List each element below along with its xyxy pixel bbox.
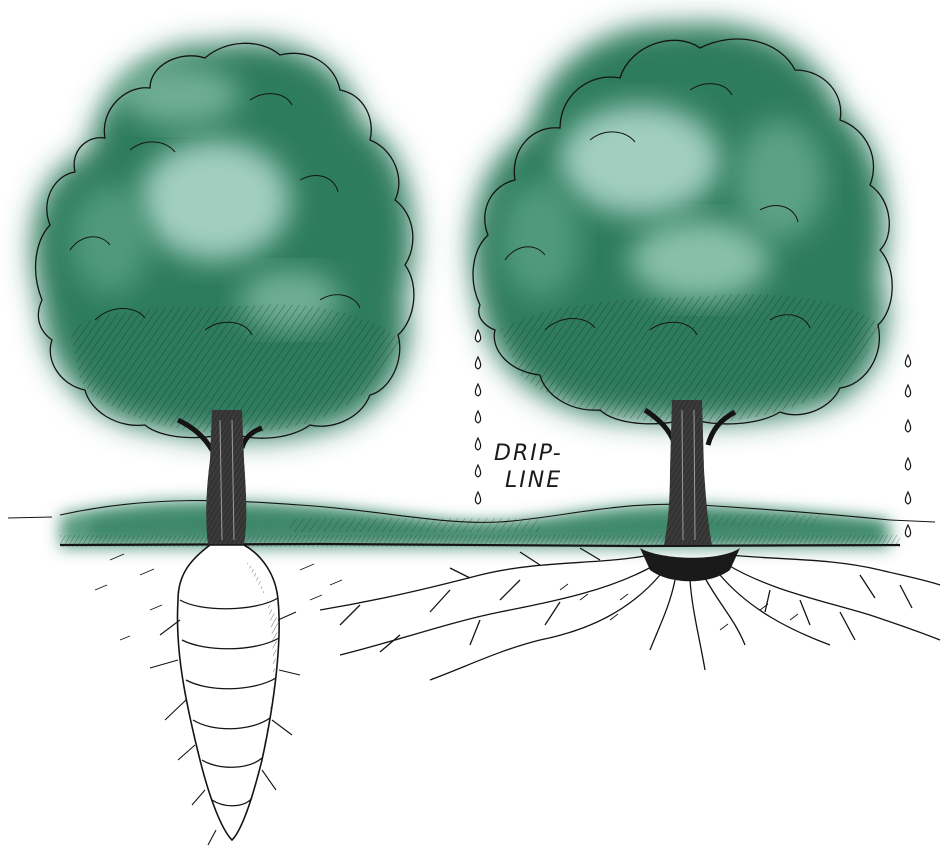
right-tree-roots [320, 548, 940, 680]
drip-line-left [475, 330, 480, 504]
ground [8, 501, 935, 548]
left-tree-canopy [32, 41, 414, 439]
drip-line-label-line2: LINE [505, 470, 562, 492]
left-tree-taproot [150, 545, 300, 845]
right-tree [320, 23, 940, 680]
drip-line-right [905, 355, 910, 537]
right-tree-canopy [471, 23, 892, 424]
left-tree [32, 41, 414, 845]
drip-line-label-line1: DRIP- [494, 443, 563, 465]
